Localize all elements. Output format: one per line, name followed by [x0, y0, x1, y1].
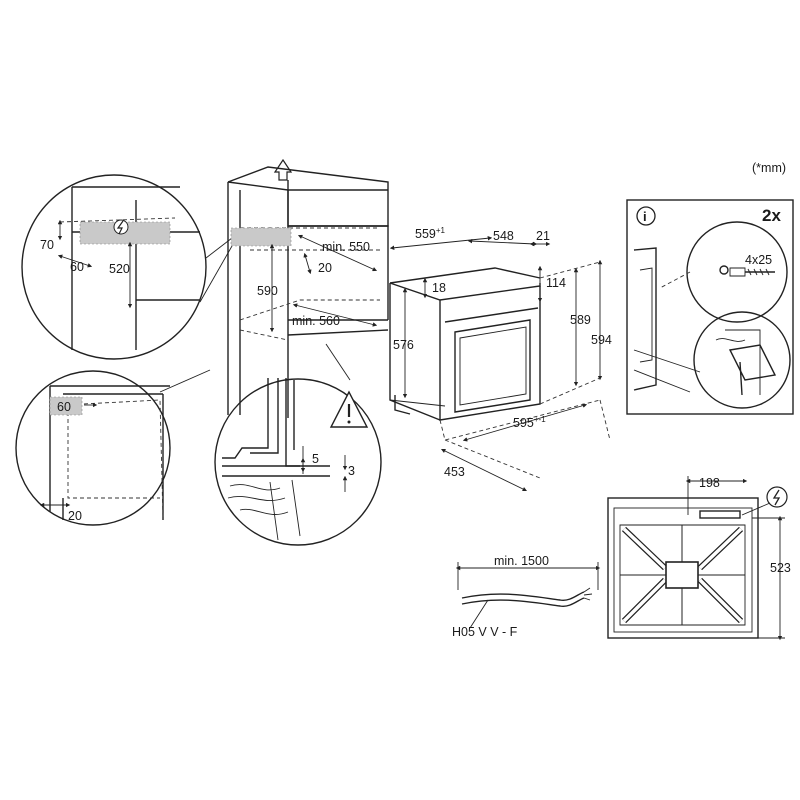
dim-60: 60 [70, 260, 84, 274]
dim-18: 18 [432, 281, 446, 295]
rear-view: 198 523 [607, 476, 791, 641]
cable-min-length: min. 1500 [494, 554, 549, 568]
dim-523: 523 [770, 561, 791, 575]
dim-20-bottom: 20 [68, 509, 82, 523]
dim-20: 20 [318, 261, 332, 275]
dim-590: 590 [257, 284, 278, 298]
unit-note: (*mm) [752, 161, 786, 175]
dim-70: 70 [40, 238, 54, 252]
oven-appliance: 559+1 548 21 114 18 576 589 594 595+-1 4… [389, 226, 612, 492]
rear-electric-icon [766, 486, 788, 508]
dim-3: 3 [348, 464, 355, 478]
dim-595: 595+-1 [513, 415, 546, 430]
dim-60-bottom: 60 [57, 400, 71, 414]
warning-detail-callout: 5 3 [214, 343, 382, 546]
power-cable: min. 1500 H05 V V - F [452, 554, 601, 639]
screw-size: 4x25 [745, 253, 772, 267]
fixing-panel: i 2x 4x25 [626, 199, 794, 415]
bottom-socket-zone [49, 396, 83, 416]
dim-114: 114 [546, 276, 566, 290]
quantity-label: 2x [762, 206, 781, 225]
dim-520: 520 [109, 262, 130, 276]
bottom-left-detail-callout: 60 20 [15, 369, 211, 526]
dim-589: 589 [570, 313, 591, 327]
svg-text:i: i [643, 209, 647, 224]
cabinet-socket-zone [230, 227, 292, 247]
top-left-detail-callout: 70 60 520 [21, 174, 233, 360]
warning-icon [329, 390, 369, 428]
electric-connection-icon [113, 219, 129, 235]
dim-5: 5 [312, 452, 319, 466]
cable-type: H05 V V - F [452, 625, 518, 639]
dim-453: 453 [444, 465, 465, 479]
tall-cabinet: 590 min. 550 20 min. 560 [227, 158, 389, 418]
up-arrow-icon [273, 158, 293, 181]
dim-198: 198 [699, 476, 720, 490]
dim-559: 559+1 [415, 226, 446, 241]
dim-594: 594 [591, 333, 612, 347]
dim-min-560: min. 560 [292, 314, 340, 328]
dim-min-550: min. 550 [322, 240, 370, 254]
info-icon: i [636, 206, 656, 226]
dim-548: 548 [493, 229, 514, 243]
dim-576: 576 [393, 338, 414, 352]
dim-21: 21 [536, 229, 550, 243]
